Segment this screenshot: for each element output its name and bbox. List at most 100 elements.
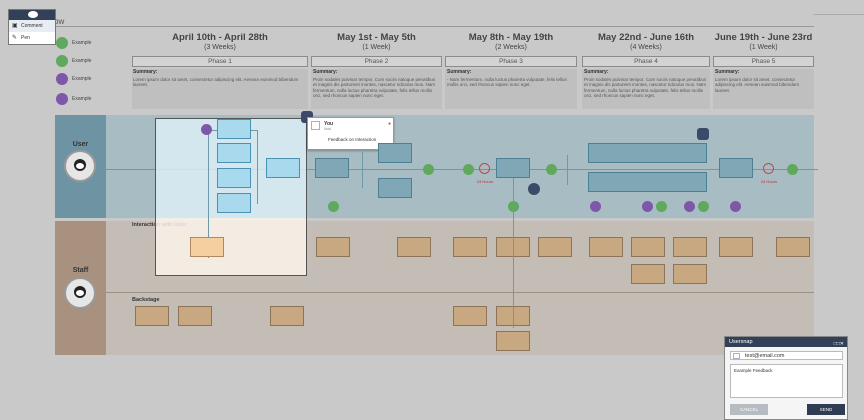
eye-icon — [28, 11, 38, 18]
user-step-box[interactable] — [266, 158, 300, 178]
comment-text: Feedback on Interaction — [328, 137, 377, 142]
flow-line — [106, 169, 818, 170]
face-icon — [74, 286, 86, 298]
summary-title: Summary: — [133, 69, 158, 75]
user-step-box[interactable] — [378, 143, 412, 163]
user-step-box[interactable] — [378, 178, 412, 198]
comment-marker-icon[interactable] — [697, 128, 709, 140]
alarm-clock-icon — [763, 163, 774, 174]
phase-3-header: May 8th - May 19th (2 Weeks) — [445, 32, 577, 51]
user-step-box[interactable] — [719, 158, 753, 178]
purple-bell-icon[interactable] — [642, 201, 653, 212]
user-step-box[interactable] — [217, 193, 251, 213]
staff-step-box[interactable] — [397, 237, 431, 257]
annotation-toolbar: ▣ Comment ✎ Pen — [8, 9, 56, 45]
green-phone-icon[interactable] — [328, 201, 339, 212]
user-step-box[interactable] — [217, 143, 251, 163]
phase-4-header: May 22nd - June 16th (4 Weeks) — [582, 32, 710, 51]
phase-1-label[interactable]: Phase 1 — [132, 56, 308, 67]
connector — [567, 155, 568, 185]
user-step-box-wide[interactable] — [588, 172, 707, 192]
user-step-box-wide[interactable] — [588, 143, 707, 163]
staff-divider — [106, 292, 814, 293]
green-mail-icon[interactable] — [787, 164, 798, 175]
staff-step-box[interactable] — [776, 237, 810, 257]
green-mail-icon[interactable] — [546, 164, 557, 175]
green-phone-icon[interactable] — [463, 164, 474, 175]
phase-4-label[interactable]: Phase 4 — [582, 56, 710, 67]
green-mail-icon[interactable] — [423, 164, 434, 175]
green-phone-icon[interactable] — [656, 201, 667, 212]
comment-author: You — [324, 121, 334, 127]
summary-title: Summary: — [313, 69, 338, 75]
connector — [362, 152, 363, 188]
alarm-label: 24 Hours — [760, 179, 778, 184]
connector — [208, 130, 209, 258]
phase-range: May 22nd - June 16th — [597, 32, 695, 43]
summary-box — [311, 69, 442, 109]
staff-step-box[interactable] — [589, 237, 623, 257]
phase-range: June 19th - June 23rd — [714, 32, 813, 43]
summary-box — [713, 69, 814, 109]
phase-3-summary: Summary: - Nam fermentum, nulla luctus p… — [447, 69, 574, 88]
user-step-box[interactable] — [315, 158, 349, 178]
email-value: test@email.com — [745, 353, 785, 359]
purple-mail-icon[interactable] — [730, 201, 741, 212]
staff-step-box[interactable] — [631, 264, 665, 284]
usersnap-title: Usersnap — [729, 339, 753, 345]
pen-tool[interactable]: ✎ Pen — [9, 32, 55, 44]
staff-step-box[interactable] — [538, 237, 572, 257]
phase-weeks: (4 Weeks) — [630, 44, 662, 51]
backstage-step-box[interactable] — [178, 306, 212, 326]
staff-step-box[interactable] — [453, 237, 487, 257]
staff-step-box[interactable] — [316, 237, 350, 257]
staff-step-box[interactable] — [673, 264, 707, 284]
usersnap-header: Usersnap □□✕ — [725, 337, 847, 347]
comment-marker-icon[interactable] — [528, 183, 540, 195]
usersnap-widget: Usersnap □□✕ test@email.com Example Feed… — [724, 336, 848, 420]
phase-3-label[interactable]: Phase 3 — [445, 56, 577, 67]
green-phone-icon — [56, 55, 68, 67]
legend-label: Example — [72, 58, 92, 64]
user-step-box[interactable] — [217, 119, 251, 139]
phase-5-label[interactable]: Phase 5 — [713, 56, 814, 67]
backstage-step-box[interactable] — [135, 306, 169, 326]
staff-lane-label: Staff — [72, 267, 89, 274]
window-controls-icon[interactable]: □□✕ — [833, 341, 844, 347]
face-icon — [74, 159, 86, 171]
comment-tool[interactable]: ▣ Comment — [9, 20, 55, 32]
purple-bell-icon[interactable] — [684, 201, 695, 212]
summary-text: Lorem ipsum dolor sit amet, consectetur … — [133, 76, 299, 88]
phase-weeks: (1 Week) — [749, 44, 778, 51]
pen-icon: ✎ — [12, 35, 18, 41]
summary-box — [132, 69, 308, 109]
summary-text: Lorem ipsum dolor sit amet, consectetur … — [715, 76, 800, 93]
staff-step-box[interactable] — [631, 237, 665, 257]
send-button[interactable]: SEND — [807, 404, 845, 415]
staff-step-box[interactable] — [673, 237, 707, 257]
staff-step-box[interactable] — [719, 237, 753, 257]
pin-icon[interactable]: ● — [388, 121, 392, 127]
alarm-label: 24 Hours — [476, 179, 494, 184]
purple-bell-icon[interactable] — [590, 201, 601, 212]
email-field[interactable]: test@email.com — [730, 351, 843, 360]
user-step-box[interactable] — [217, 168, 251, 188]
backstage-label: Backstage — [132, 297, 160, 303]
connector — [513, 178, 514, 328]
purple-mail-icon — [56, 93, 68, 105]
phase-2-label[interactable]: Phase 2 — [311, 56, 442, 67]
toolbar-header[interactable] — [9, 10, 55, 20]
purple-bell-icon — [56, 73, 68, 85]
backstage-step-box[interactable] — [496, 331, 530, 351]
backstage-step-box[interactable] — [453, 306, 487, 326]
legend-label: Example — [72, 76, 92, 82]
staff-step-box[interactable] — [190, 237, 224, 257]
purple-mail-icon[interactable] — [201, 124, 212, 135]
phase-1-summary: Summary: Lorem ipsum dolor sit amet, con… — [133, 69, 303, 88]
feedback-textarea[interactable]: Example Feedback — [730, 364, 843, 398]
cancel-button[interactable]: CANCEL — [730, 404, 768, 415]
phase-weeks: (3 Weeks) — [204, 44, 236, 51]
green-phone-icon[interactable] — [698, 201, 709, 212]
user-step-box[interactable] — [496, 158, 530, 178]
backstage-step-box[interactable] — [270, 306, 304, 326]
